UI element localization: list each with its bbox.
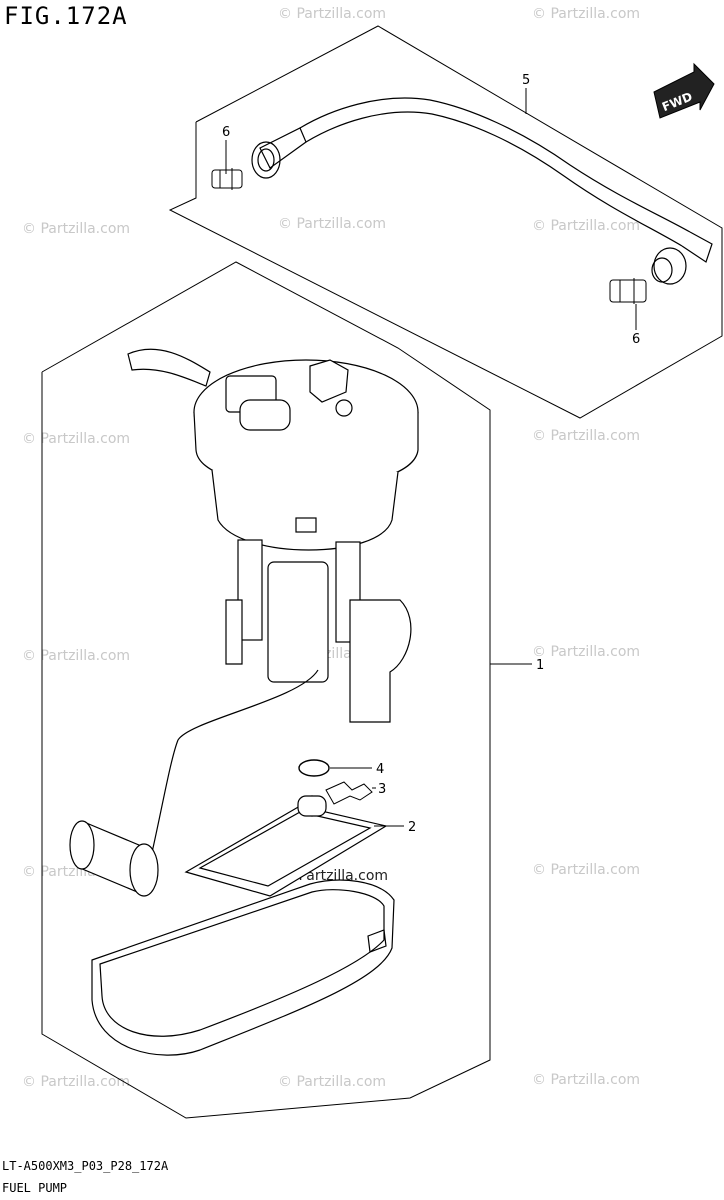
fwd-arrow-icon: FWD [653,62,715,119]
watermark: © Partzilla.com [22,431,130,447]
o-ring [298,759,330,777]
watermark: © Partzilla.com [532,1072,640,1088]
clamp-right [609,278,647,304]
watermark: © Partzilla.com [22,221,130,237]
callout-1: 1 [536,658,544,673]
watermark: © Partzilla.com [532,6,640,22]
callout-3: 3 [378,782,386,797]
pump-frame [41,261,491,1119]
callout-4: 4 [376,762,384,777]
watermark: © Partzilla.com [22,1074,130,1090]
tray [91,879,395,1056]
callout-leaders [225,88,637,827]
plate [325,781,373,805]
fuel-pump-assembly [127,348,419,723]
watermark: © Partzilla.com [532,644,640,660]
watermark: © Partzilla.com [278,1074,386,1090]
hose-frame [168,25,723,419]
watermark: © Partzilla.com [532,428,640,444]
fuel-level-float [69,669,319,897]
watermark: © Partzilla.com [278,6,386,22]
figure-caption: FUEL PUMP [2,1181,68,1195]
callout-6-left: 6 [222,125,230,140]
figure-code: LT-A500XM3_P03_P28_172A [2,1159,169,1173]
clamp-left [211,168,243,190]
figure-title: FIG.172A [4,2,128,30]
watermark: © Partzilla.com [532,862,640,878]
callout-2: 2 [408,820,416,835]
watermark: © Partzilla.com [278,216,386,232]
watermark: © Partzilla.com [532,218,640,234]
watermark: © Partzilla.com [22,648,130,664]
fuel-hose [251,97,713,285]
callout-6-right: 6 [632,332,640,347]
callout-5: 5 [522,73,530,88]
